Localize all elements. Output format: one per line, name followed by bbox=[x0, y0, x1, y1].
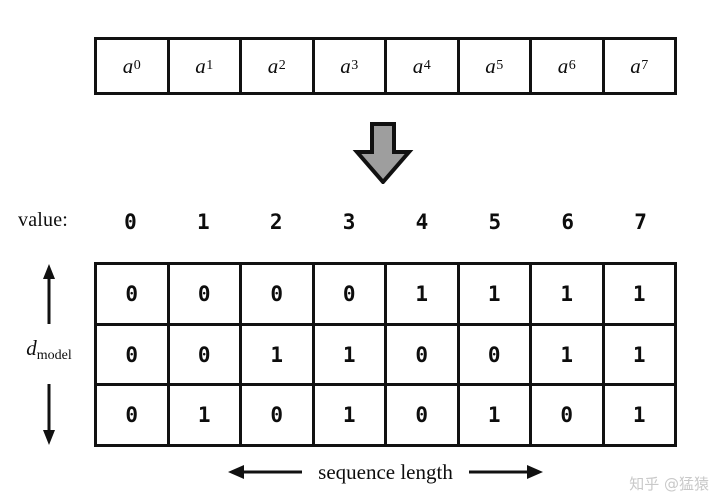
value-cell: 4 bbox=[415, 210, 429, 234]
down-arrow-icon bbox=[352, 122, 414, 186]
matrix-cell: 1 bbox=[242, 325, 315, 384]
matrix-cell: 0 bbox=[242, 265, 315, 323]
value-cell: 2 bbox=[269, 210, 283, 234]
watermark: 知乎 @猛猿 bbox=[629, 475, 709, 493]
dmodel-text: dmodel bbox=[12, 336, 86, 364]
matrix-cell: 1 bbox=[315, 325, 387, 384]
matrix-cell: 1 bbox=[315, 386, 387, 445]
dmodel-axis-label: dmodel bbox=[12, 262, 86, 447]
matrix-cell: 0 bbox=[170, 325, 242, 384]
value-cell: 7 bbox=[634, 210, 647, 234]
value-cell: 5 bbox=[488, 210, 502, 234]
left-arrow-icon bbox=[228, 465, 303, 479]
matrix-cell: 1 bbox=[387, 265, 460, 323]
matrix-cell: 0 bbox=[315, 265, 387, 323]
matrix-cell: 0 bbox=[460, 325, 532, 384]
token-base: a bbox=[412, 53, 424, 78]
token-base: a bbox=[557, 53, 569, 78]
sequence-length-axis-label: sequence length bbox=[94, 452, 677, 492]
token-base: a bbox=[340, 53, 351, 78]
matrix-cell: 0 bbox=[387, 325, 460, 384]
matrix-cell: 0 bbox=[97, 325, 170, 384]
matrix-cell: 1 bbox=[632, 403, 646, 428]
matrix-cell: 1 bbox=[460, 386, 532, 445]
value-row: 0 1 2 3 4 5 6 7 bbox=[94, 206, 677, 238]
matrix-cell: 1 bbox=[632, 281, 646, 306]
value-cell: 0 bbox=[124, 210, 137, 234]
matrix-cell: 0 bbox=[97, 386, 170, 445]
dmodel-base: d bbox=[26, 336, 37, 360]
matrix-cell: 1 bbox=[170, 386, 242, 445]
token-subscript: 2 bbox=[278, 58, 286, 73]
token-base: a bbox=[485, 53, 496, 78]
token-subscript: 4 bbox=[423, 58, 431, 73]
dmodel-arrows-icon bbox=[43, 264, 55, 445]
matrix-cell: 0 bbox=[387, 386, 460, 445]
value-cell: 3 bbox=[342, 210, 356, 234]
token-base: a bbox=[267, 53, 279, 78]
matrix-cell: 1 bbox=[632, 342, 646, 367]
value-cell: 1 bbox=[196, 210, 210, 234]
value-cell: 6 bbox=[561, 210, 575, 234]
token-subscript: 3 bbox=[351, 58, 359, 73]
matrix-cell: 0 bbox=[170, 265, 242, 323]
matrix-cell: 0 bbox=[532, 386, 605, 445]
token-base: a bbox=[630, 53, 641, 78]
matrix-cell: 1 bbox=[460, 265, 532, 323]
value-row-label: value: bbox=[18, 209, 69, 231]
token-subscript: 0 bbox=[133, 58, 141, 73]
matrix-cell: 1 bbox=[532, 325, 605, 384]
token-subscript: 6 bbox=[568, 58, 576, 73]
matrix-cell: 0 bbox=[97, 265, 170, 323]
token-base: a bbox=[195, 53, 206, 78]
right-arrow-icon bbox=[468, 465, 543, 479]
sequence-length-text: sequence length bbox=[318, 459, 453, 484]
token-subscript: 1 bbox=[206, 58, 214, 73]
matrix-cell: 0 bbox=[242, 386, 315, 445]
token-subscript: 7 bbox=[641, 58, 649, 73]
matrix-cell: 1 bbox=[532, 265, 605, 323]
token-base: a bbox=[122, 53, 134, 78]
token-subscript: 5 bbox=[496, 58, 504, 73]
dmodel-subscript: model bbox=[36, 347, 72, 363]
